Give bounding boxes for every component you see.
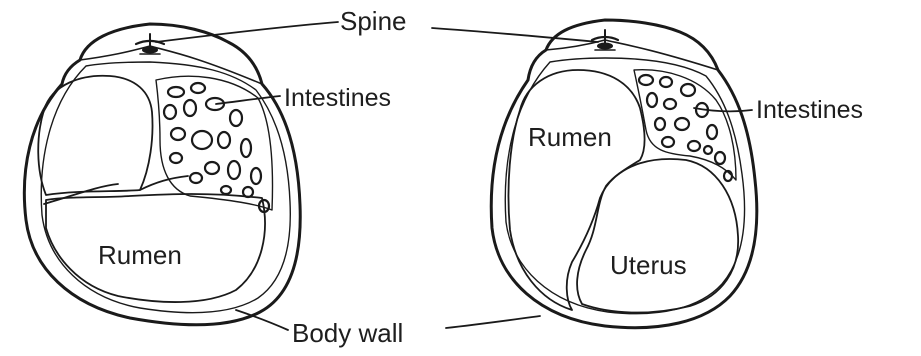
label-spine: Spine	[340, 6, 407, 36]
label-rumen-right: Rumen	[528, 122, 612, 152]
label-intestines-right: Intestines	[756, 96, 863, 124]
left-spine-vertebra	[136, 34, 164, 54]
right-uterus	[577, 159, 738, 313]
label-intestines-left: Intestines	[284, 84, 391, 112]
leader-lines	[156, 22, 752, 330]
leader-body-wall-right	[446, 316, 540, 328]
leader-spine-left	[156, 22, 338, 42]
left-cross-section	[24, 24, 300, 325]
label-body-wall: Body wall	[292, 318, 403, 348]
label-uterus: Uterus	[610, 250, 687, 280]
left-body-wall	[24, 24, 300, 325]
label-rumen-left: Rumen	[98, 240, 182, 270]
leader-intestines-right	[694, 108, 752, 111]
leader-spine-right	[432, 28, 598, 42]
right-spine-vertebra	[592, 30, 618, 50]
right-cross-section	[491, 20, 757, 328]
labels: Spine Intestines Intestines Rumen Rumen …	[98, 6, 863, 348]
left-intestine-loops	[164, 83, 269, 212]
leader-intestines-left	[216, 96, 280, 104]
